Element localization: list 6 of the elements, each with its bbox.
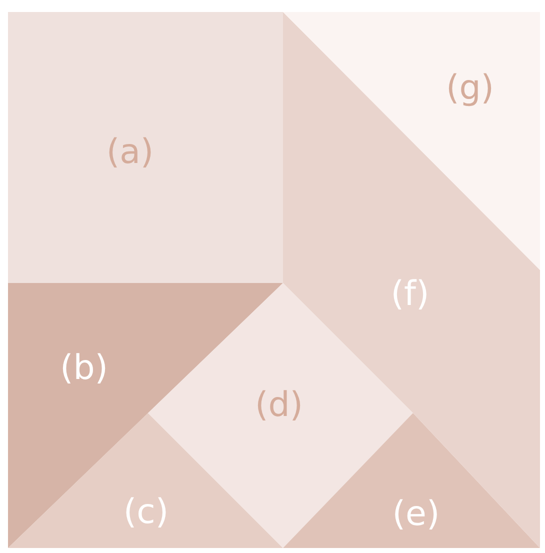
piece-label: (b)	[60, 351, 108, 385]
piece-label: (g)	[446, 71, 494, 105]
piece-label: (c)	[123, 495, 169, 529]
piece-label: (a)	[106, 135, 154, 169]
piece-label: (e)	[392, 497, 440, 531]
piece-label: (d)	[254, 388, 304, 422]
